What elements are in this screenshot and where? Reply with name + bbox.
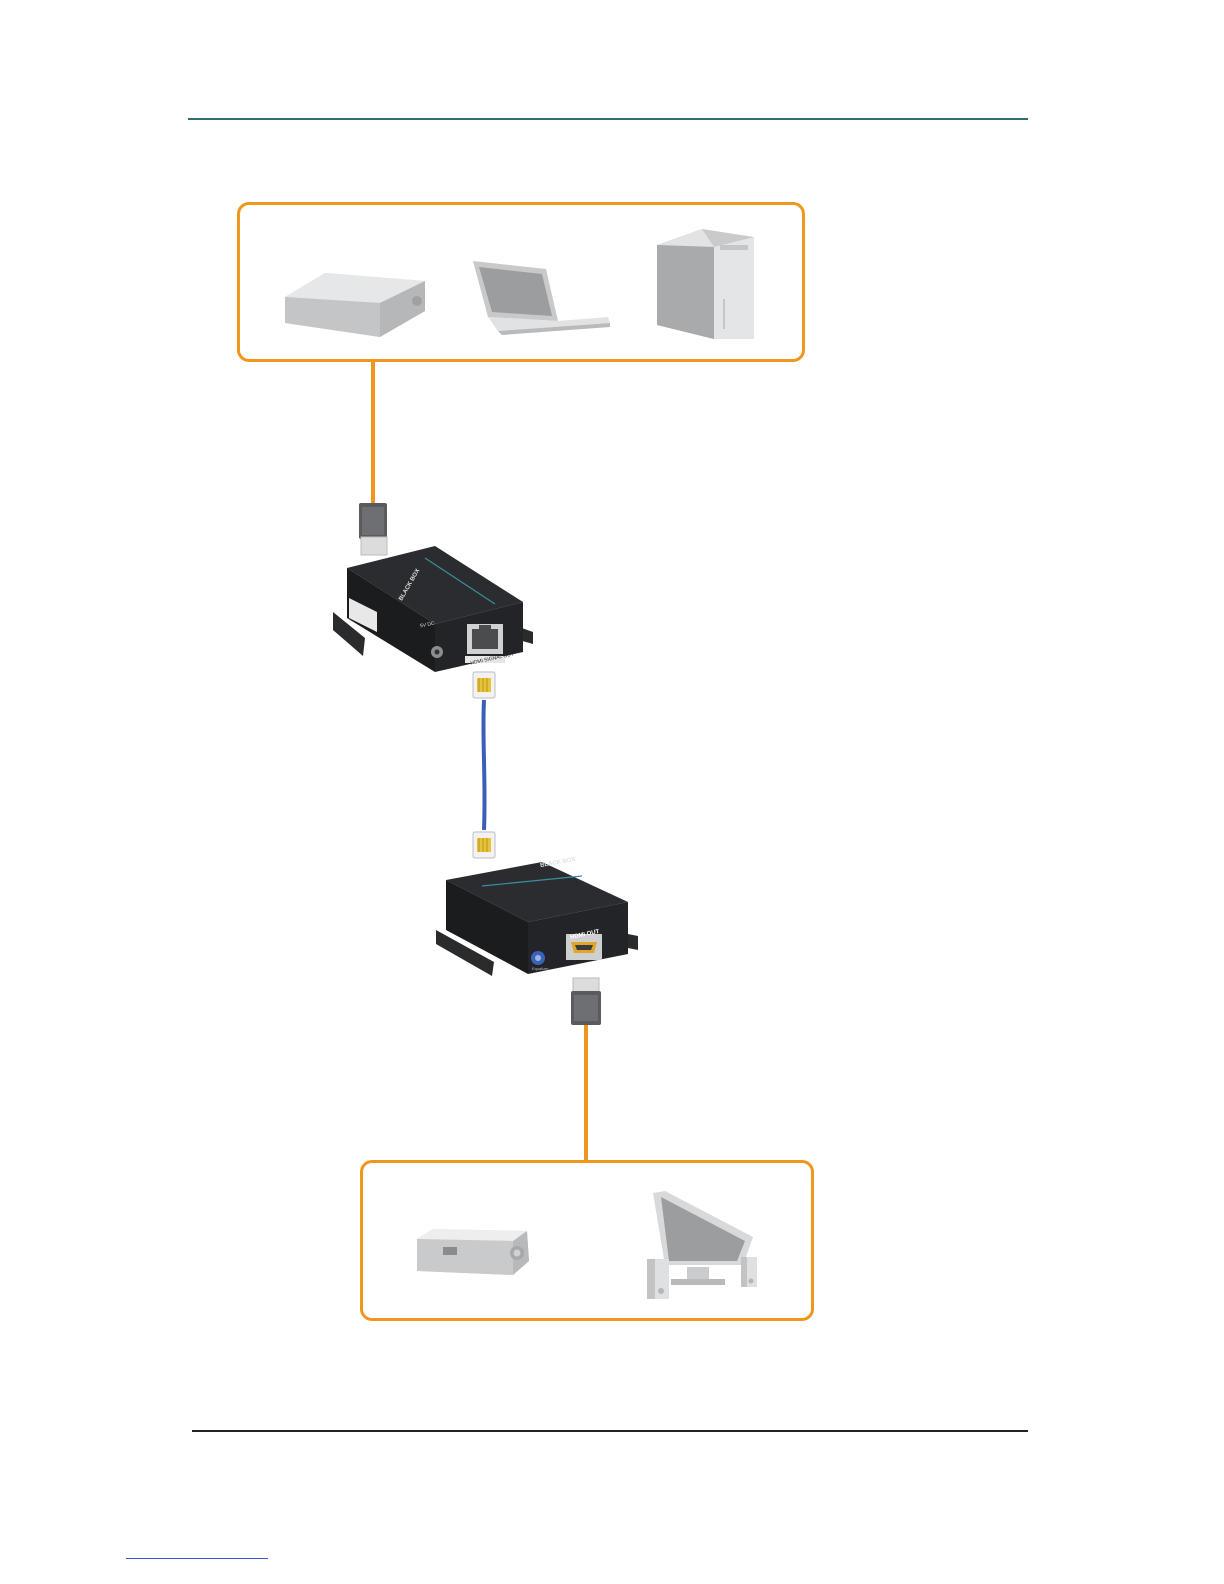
monitor-with-speakers-icon	[643, 1187, 769, 1303]
receiver-knob-label: Equalizer	[532, 966, 549, 971]
media-player-icon	[280, 261, 430, 347]
projector-icon	[413, 1223, 533, 1283]
display-devices-panel	[360, 1160, 814, 1321]
cat-cable	[483, 700, 484, 830]
desktop-tower-icon	[652, 223, 762, 343]
rj45-connector-bottom-icon	[473, 832, 495, 858]
laptop-icon	[468, 255, 613, 345]
source-devices-panel	[237, 202, 805, 362]
